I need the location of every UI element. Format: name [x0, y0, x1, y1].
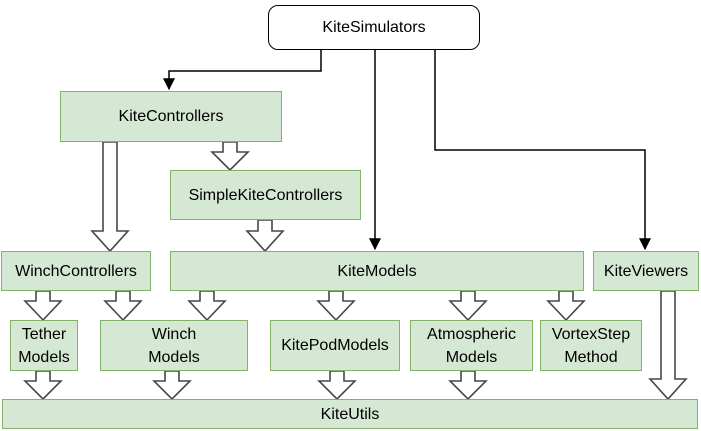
node-kitesimulators: KiteSimulators: [268, 5, 480, 50]
edge-kitepodmodels-kiteutils: [317, 370, 357, 401]
edge-kiteviewers-kiteutils: [648, 290, 688, 401]
edge-winchcontrollers-winchmodels: [103, 290, 143, 322]
node-kitecontrollers: KiteControllers: [60, 91, 282, 142]
edge-kitecontrollers-winchcontrollers: [90, 141, 130, 253]
node-kitepodmodels: KitePodModels: [270, 320, 400, 371]
node-atmosphericmodels: Atmospheric Models: [410, 320, 533, 371]
edge-kitesimulators-kitecontrollers: [163, 50, 322, 91]
node-tethermodels: Tether Models: [10, 320, 78, 371]
node-winchmodels: Winch Models: [100, 320, 248, 371]
edge-kitecontrollers-simplekitecontrollers: [210, 141, 250, 172]
edge-kitemodels-kitepodmodels: [316, 290, 356, 322]
node-kiteviewers: KiteViewers: [593, 251, 699, 291]
edge-kitemodels-winchmodels: [187, 290, 227, 322]
edge-simplekitecontrollers-kitemodels: [245, 219, 285, 253]
edge-atmosphericmodels-kiteutils: [448, 370, 488, 401]
edge-kitemodels-atmosphericmodels: [448, 290, 488, 322]
edge-winchmodels-kiteutils: [152, 370, 192, 401]
edge-tethermodels-kiteutils: [23, 370, 63, 401]
edge-kitesimulators-kiteviewers: [434, 50, 651, 251]
node-kitemodels: KiteModels: [170, 251, 584, 291]
node-simplekitecontrollers: SimpleKiteControllers: [170, 170, 361, 220]
edge-winchcontrollers-tethermodels: [23, 290, 63, 322]
node-winchcontrollers: WinchControllers: [1, 251, 151, 291]
node-vortexstepmethod: VortexStep Method: [540, 320, 642, 371]
node-kiteutils: KiteUtils: [2, 399, 698, 429]
edge-kitemodels-vortexstepmethod: [546, 290, 586, 322]
